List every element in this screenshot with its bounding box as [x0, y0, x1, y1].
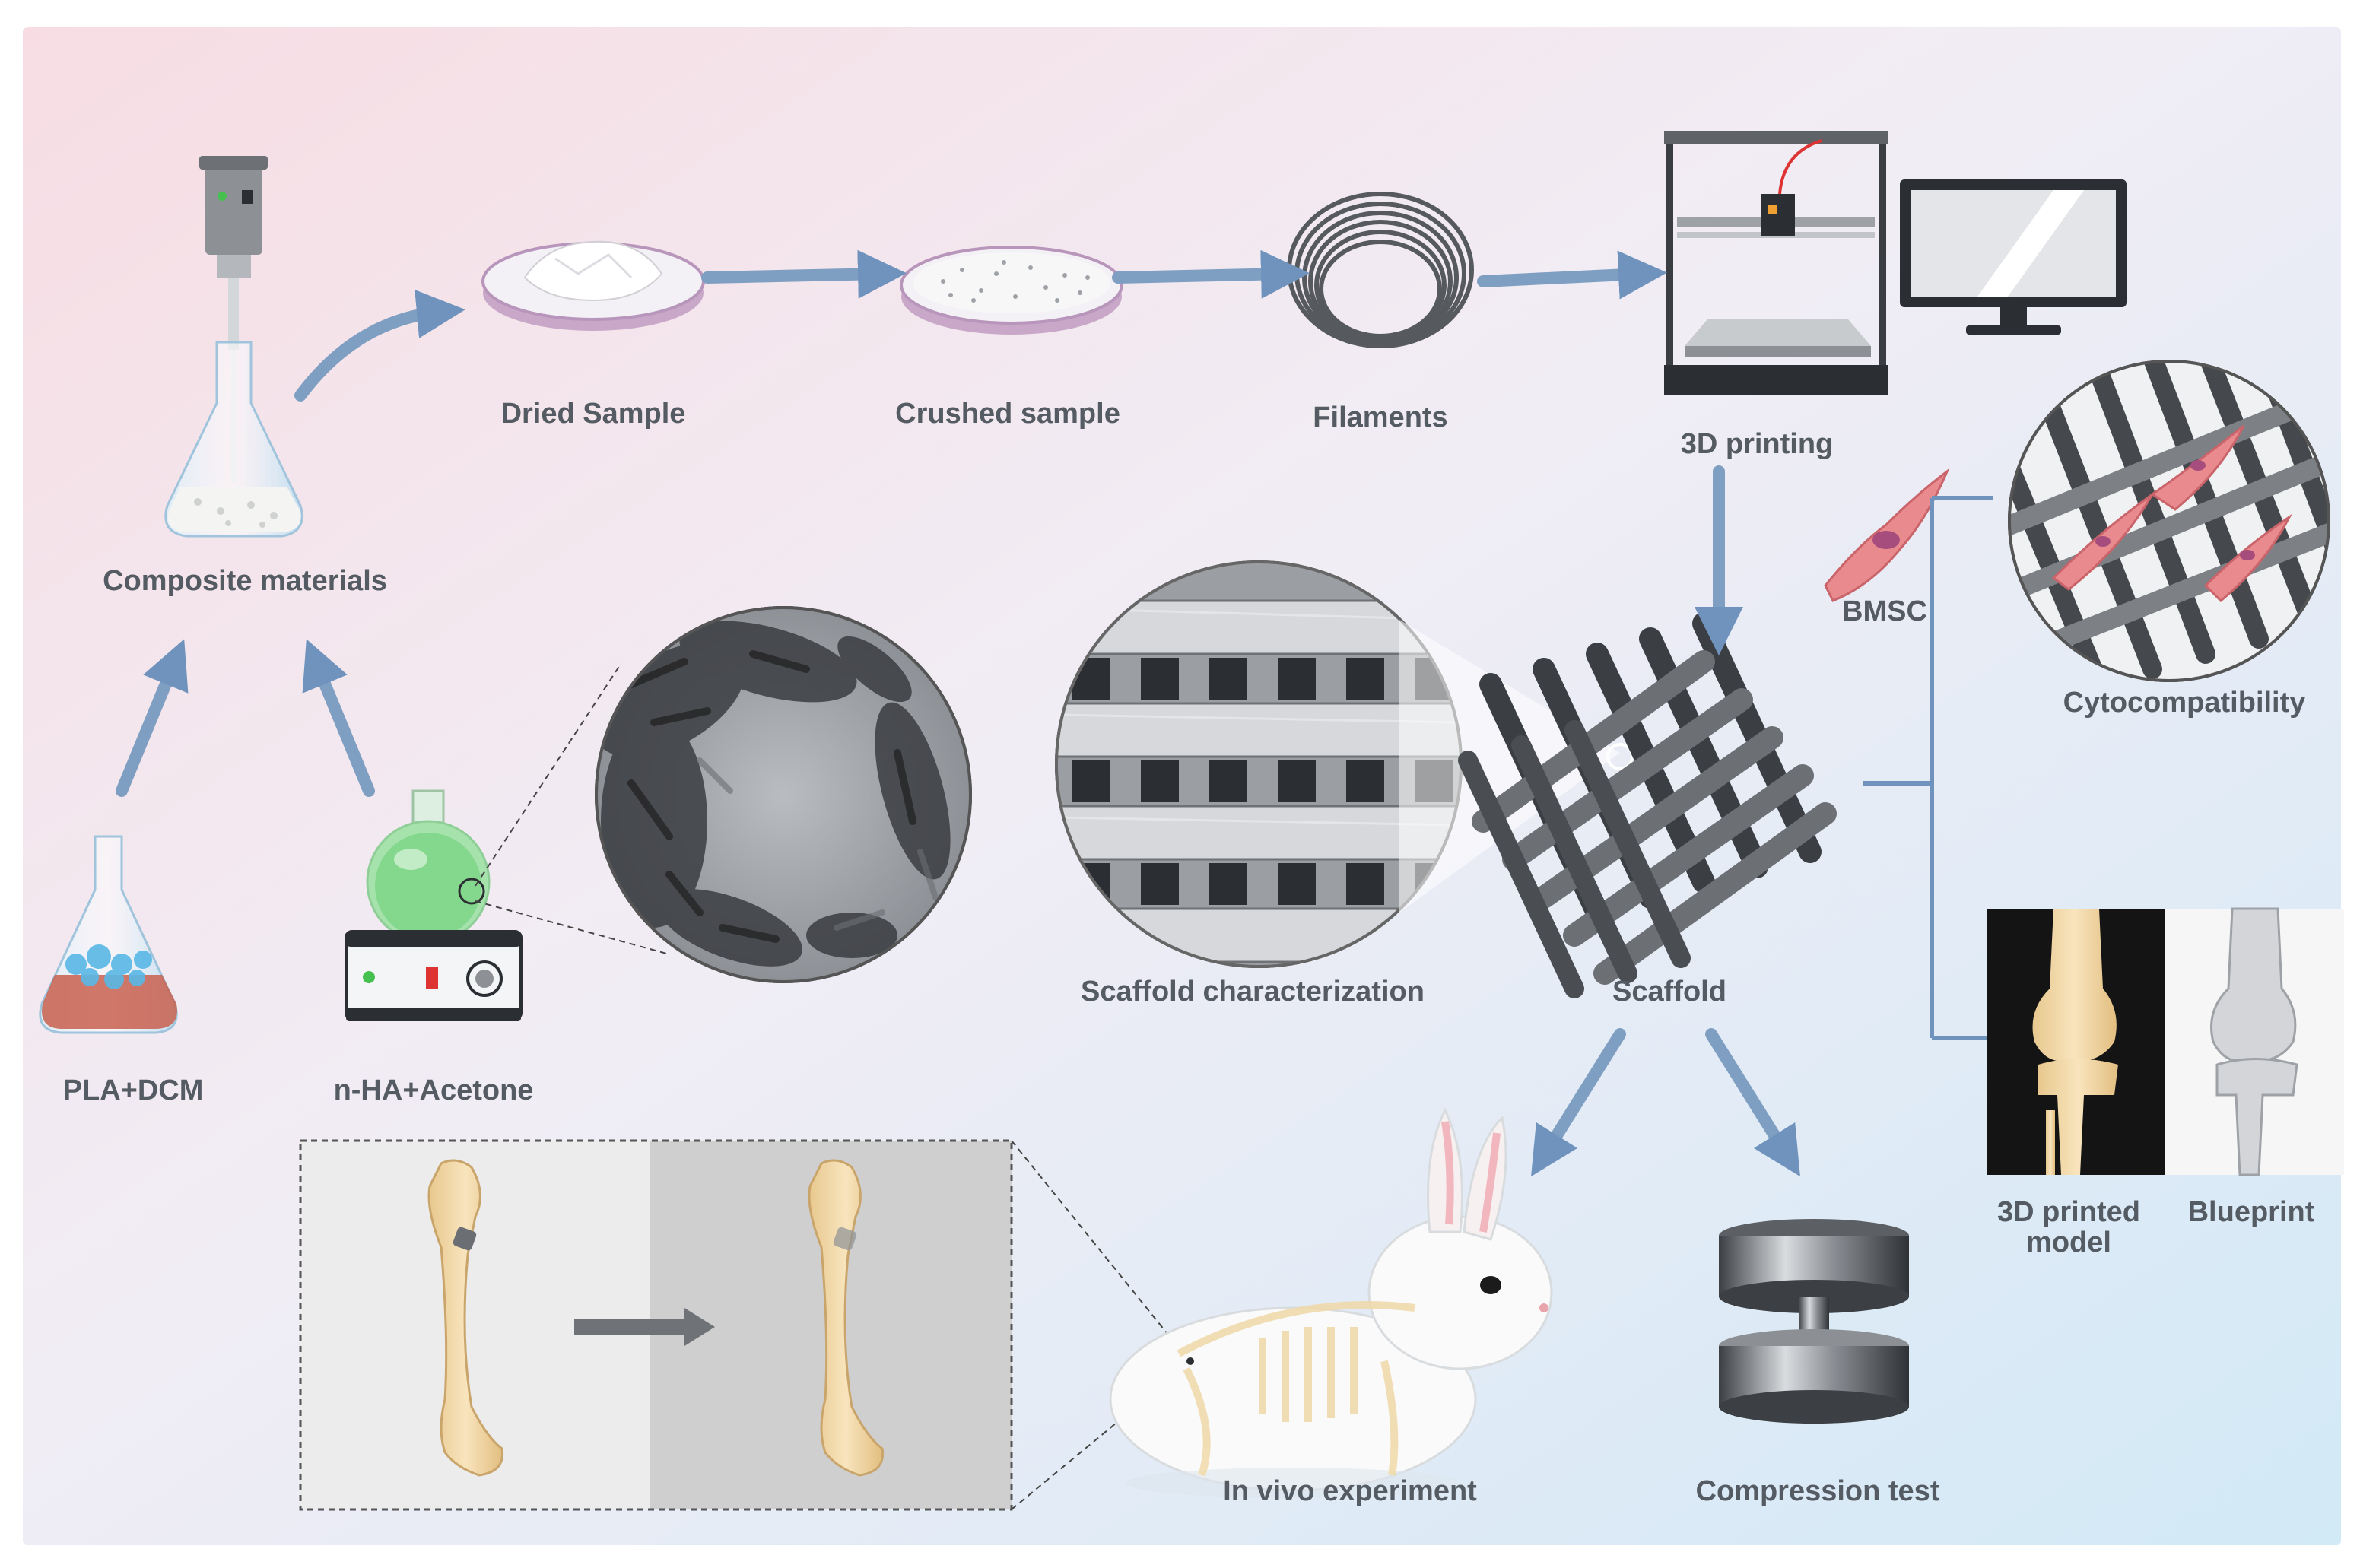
arrow-icon — [116, 639, 189, 797]
compression-test-icon — [1719, 1219, 1909, 1424]
label-dried-sample: Dried Sample — [500, 398, 686, 430]
label-3d-printing: 3D printing — [1680, 428, 1834, 460]
arrow-icon — [1477, 250, 1667, 300]
pla-dcm-flask-icon — [39, 835, 178, 1034]
label-crushed-sample: Crushed sample — [895, 398, 1120, 430]
bone-inset-panel — [299, 1139, 1013, 1511]
label-bmsc: BMSC — [1842, 595, 1927, 627]
bmsc-cell-icon — [1824, 468, 1950, 602]
scaffold-lattice-icon — [1458, 612, 1837, 998]
tem-image-circle — [595, 606, 972, 983]
arrow-icon — [701, 249, 907, 299]
zoom-line-icon — [1011, 1140, 1187, 1358]
monitor-icon — [1900, 179, 2127, 335]
arrow-icon — [1531, 1028, 1626, 1177]
label-scaffold: Scaffold — [1612, 976, 1726, 1008]
inset-arrow-icon — [574, 1308, 715, 1346]
flask-icon — [164, 341, 303, 538]
blueprint-knee-image — [2165, 907, 2344, 1176]
flow-arrows — [116, 249, 1800, 1177]
zoom-line-icon — [475, 900, 670, 955]
round-flask-icon — [366, 789, 491, 944]
cytocompatibility-circle — [2008, 360, 2330, 682]
label-in-vivo-experiment: In vivo experiment — [1223, 1475, 1477, 1507]
femur-after-icon — [808, 1159, 885, 1477]
label-cytocompatibility: Cytocompatibility — [2063, 687, 2306, 719]
label-pla-dcm: PLA+DCM — [62, 1074, 204, 1106]
magnifier-spot-icon — [1606, 743, 1634, 770]
3d-printed-knee-image — [1987, 909, 2165, 1175]
label-filaments: Filaments — [1313, 402, 1448, 433]
zoom-line-icon — [1011, 1364, 1187, 1510]
arrow-icon — [1112, 249, 1310, 299]
dried-sample-dish-icon — [481, 240, 705, 331]
rabbit-icon — [1109, 1107, 1553, 1498]
bracket-connector-icon — [1863, 496, 1993, 1040]
arrow-icon — [302, 639, 375, 797]
femur-before-icon — [427, 1159, 504, 1477]
crushed-sample-dish-icon — [900, 246, 1123, 335]
arrow-icon — [1705, 1028, 1800, 1177]
label-blueprint: Blueprint — [2187, 1196, 2315, 1228]
label-compression-test: Compression test — [1695, 1475, 1940, 1507]
magnetic-stirrer-icon — [345, 930, 523, 1021]
arrow-icon — [294, 290, 465, 402]
zoom-line-icon — [475, 665, 621, 887]
filament-coil-icon — [1287, 192, 1474, 348]
label-scaffold-characterization: Scaffold characterization — [1081, 976, 1425, 1008]
label-3d-printed-model: 3D printed model — [1997, 1196, 2140, 1259]
label-nha-acetone: n-HA+Acetone — [333, 1074, 534, 1106]
magnifier-cone-icon — [1399, 620, 1620, 913]
label-composite-materials: Composite materials — [103, 565, 387, 597]
3d-printer-icon — [1664, 131, 1888, 395]
